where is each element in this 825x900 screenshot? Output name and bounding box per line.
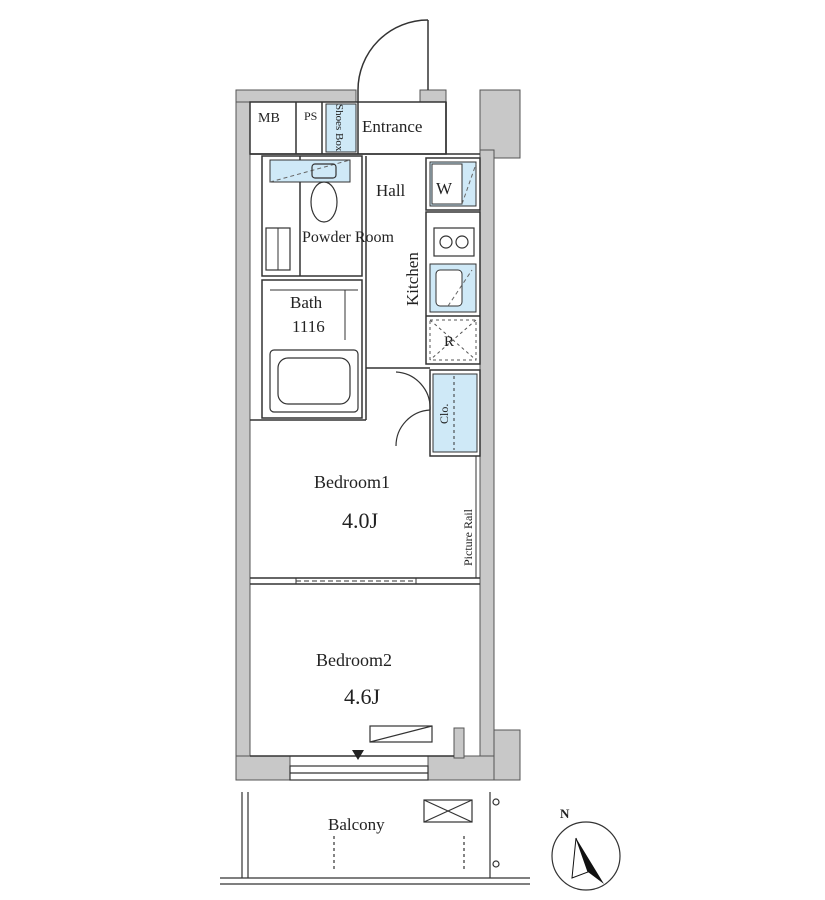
- powder-label-line1: Powder Room: [302, 229, 395, 246]
- bedroom2-label: Bedroom2: [316, 650, 392, 670]
- north-label: N: [560, 806, 570, 821]
- outdoor-unit-icon: [423, 799, 473, 823]
- balcony-window: [289, 765, 429, 781]
- stove-icon: [433, 227, 475, 257]
- bath-size-label: 1116: [292, 317, 325, 336]
- ps-label-text: PS: [304, 109, 317, 123]
- closet-space: [432, 373, 478, 453]
- bedroom2-area: 4.6J: [344, 684, 381, 709]
- bedroom1-door: [395, 371, 431, 447]
- balcony-label: Balcony: [328, 815, 385, 834]
- balcony: [220, 792, 530, 885]
- entry-marker-icon: [352, 750, 364, 760]
- powder-room-label: Powder Room: [302, 229, 395, 246]
- bathtub-icon: [269, 349, 359, 413]
- closet-label: Clo.: [437, 404, 451, 424]
- north-compass-icon: [551, 821, 621, 891]
- powder-sink: [269, 159, 351, 183]
- air-conditioner-icon: [369, 725, 433, 743]
- toilet-icon: [310, 163, 338, 223]
- kitchen-label: Kitchen: [403, 252, 422, 306]
- entrance-door: [357, 19, 429, 102]
- hall-label: Hall: [376, 181, 406, 200]
- washer-label: W: [436, 179, 453, 198]
- refrigerator-label: R: [444, 334, 454, 350]
- picture-rail-label: Picture Rail: [461, 508, 475, 566]
- ps-label: PS: [304, 109, 317, 123]
- shoes-box: [325, 103, 357, 153]
- bedroom1-area: 4.0J: [342, 508, 379, 533]
- entrance-label: Entrance: [362, 117, 422, 136]
- refrigerator-space: [429, 319, 477, 361]
- shoes-box-label: Shoes Box: [333, 104, 345, 152]
- walls: [235, 89, 521, 781]
- bedroom1-label: Bedroom1: [314, 472, 390, 492]
- mb-label: MB: [258, 111, 280, 126]
- bath-label: Bath: [290, 293, 323, 312]
